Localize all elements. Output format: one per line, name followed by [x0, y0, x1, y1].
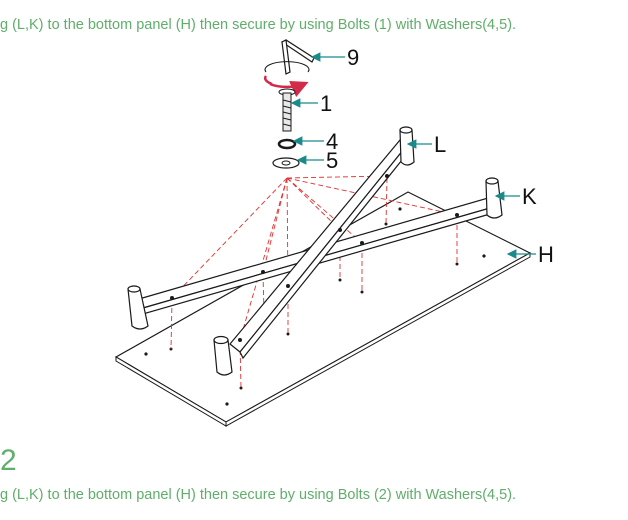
panel-hole [239, 386, 243, 390]
callout-leg-frame-l-label: L [434, 132, 446, 157]
flat-washer [272, 157, 300, 169]
panel-hole [360, 290, 364, 294]
callout-leg-frame-k-label: K [522, 184, 537, 209]
callout-leaders [290, 52, 536, 259]
panel-hole [338, 278, 342, 282]
panel-hole [144, 352, 148, 356]
panel-hole [384, 222, 388, 226]
callout-spring-washer-label: 4 [326, 129, 338, 154]
spring-washer [277, 138, 297, 150]
callout-allen-key-label: 9 [347, 45, 359, 70]
leg-frame-l [213, 126, 415, 376]
panel-hole [482, 254, 486, 258]
rotate-arrow-icon [263, 61, 310, 98]
panel-hole [286, 332, 290, 336]
callout-bolt-label: 1 [320, 91, 332, 116]
frame-holes [170, 174, 459, 342]
instruction-text-top: g (L,K) to the bottom panel (H) then sec… [0, 17, 517, 33]
callout-flat-washer-label: 5 [326, 148, 338, 173]
panel-hole [398, 207, 402, 211]
bottom-panel-h [114, 191, 532, 427]
step-number: 2 [0, 444, 17, 477]
panel-hole [455, 262, 459, 266]
panel-hole [225, 402, 229, 406]
instruction-text-bottom: g (L,K) to the bottom panel (H) then sec… [0, 487, 517, 503]
callout-bottom-panel-label: H [538, 242, 554, 267]
bolt [278, 88, 296, 132]
